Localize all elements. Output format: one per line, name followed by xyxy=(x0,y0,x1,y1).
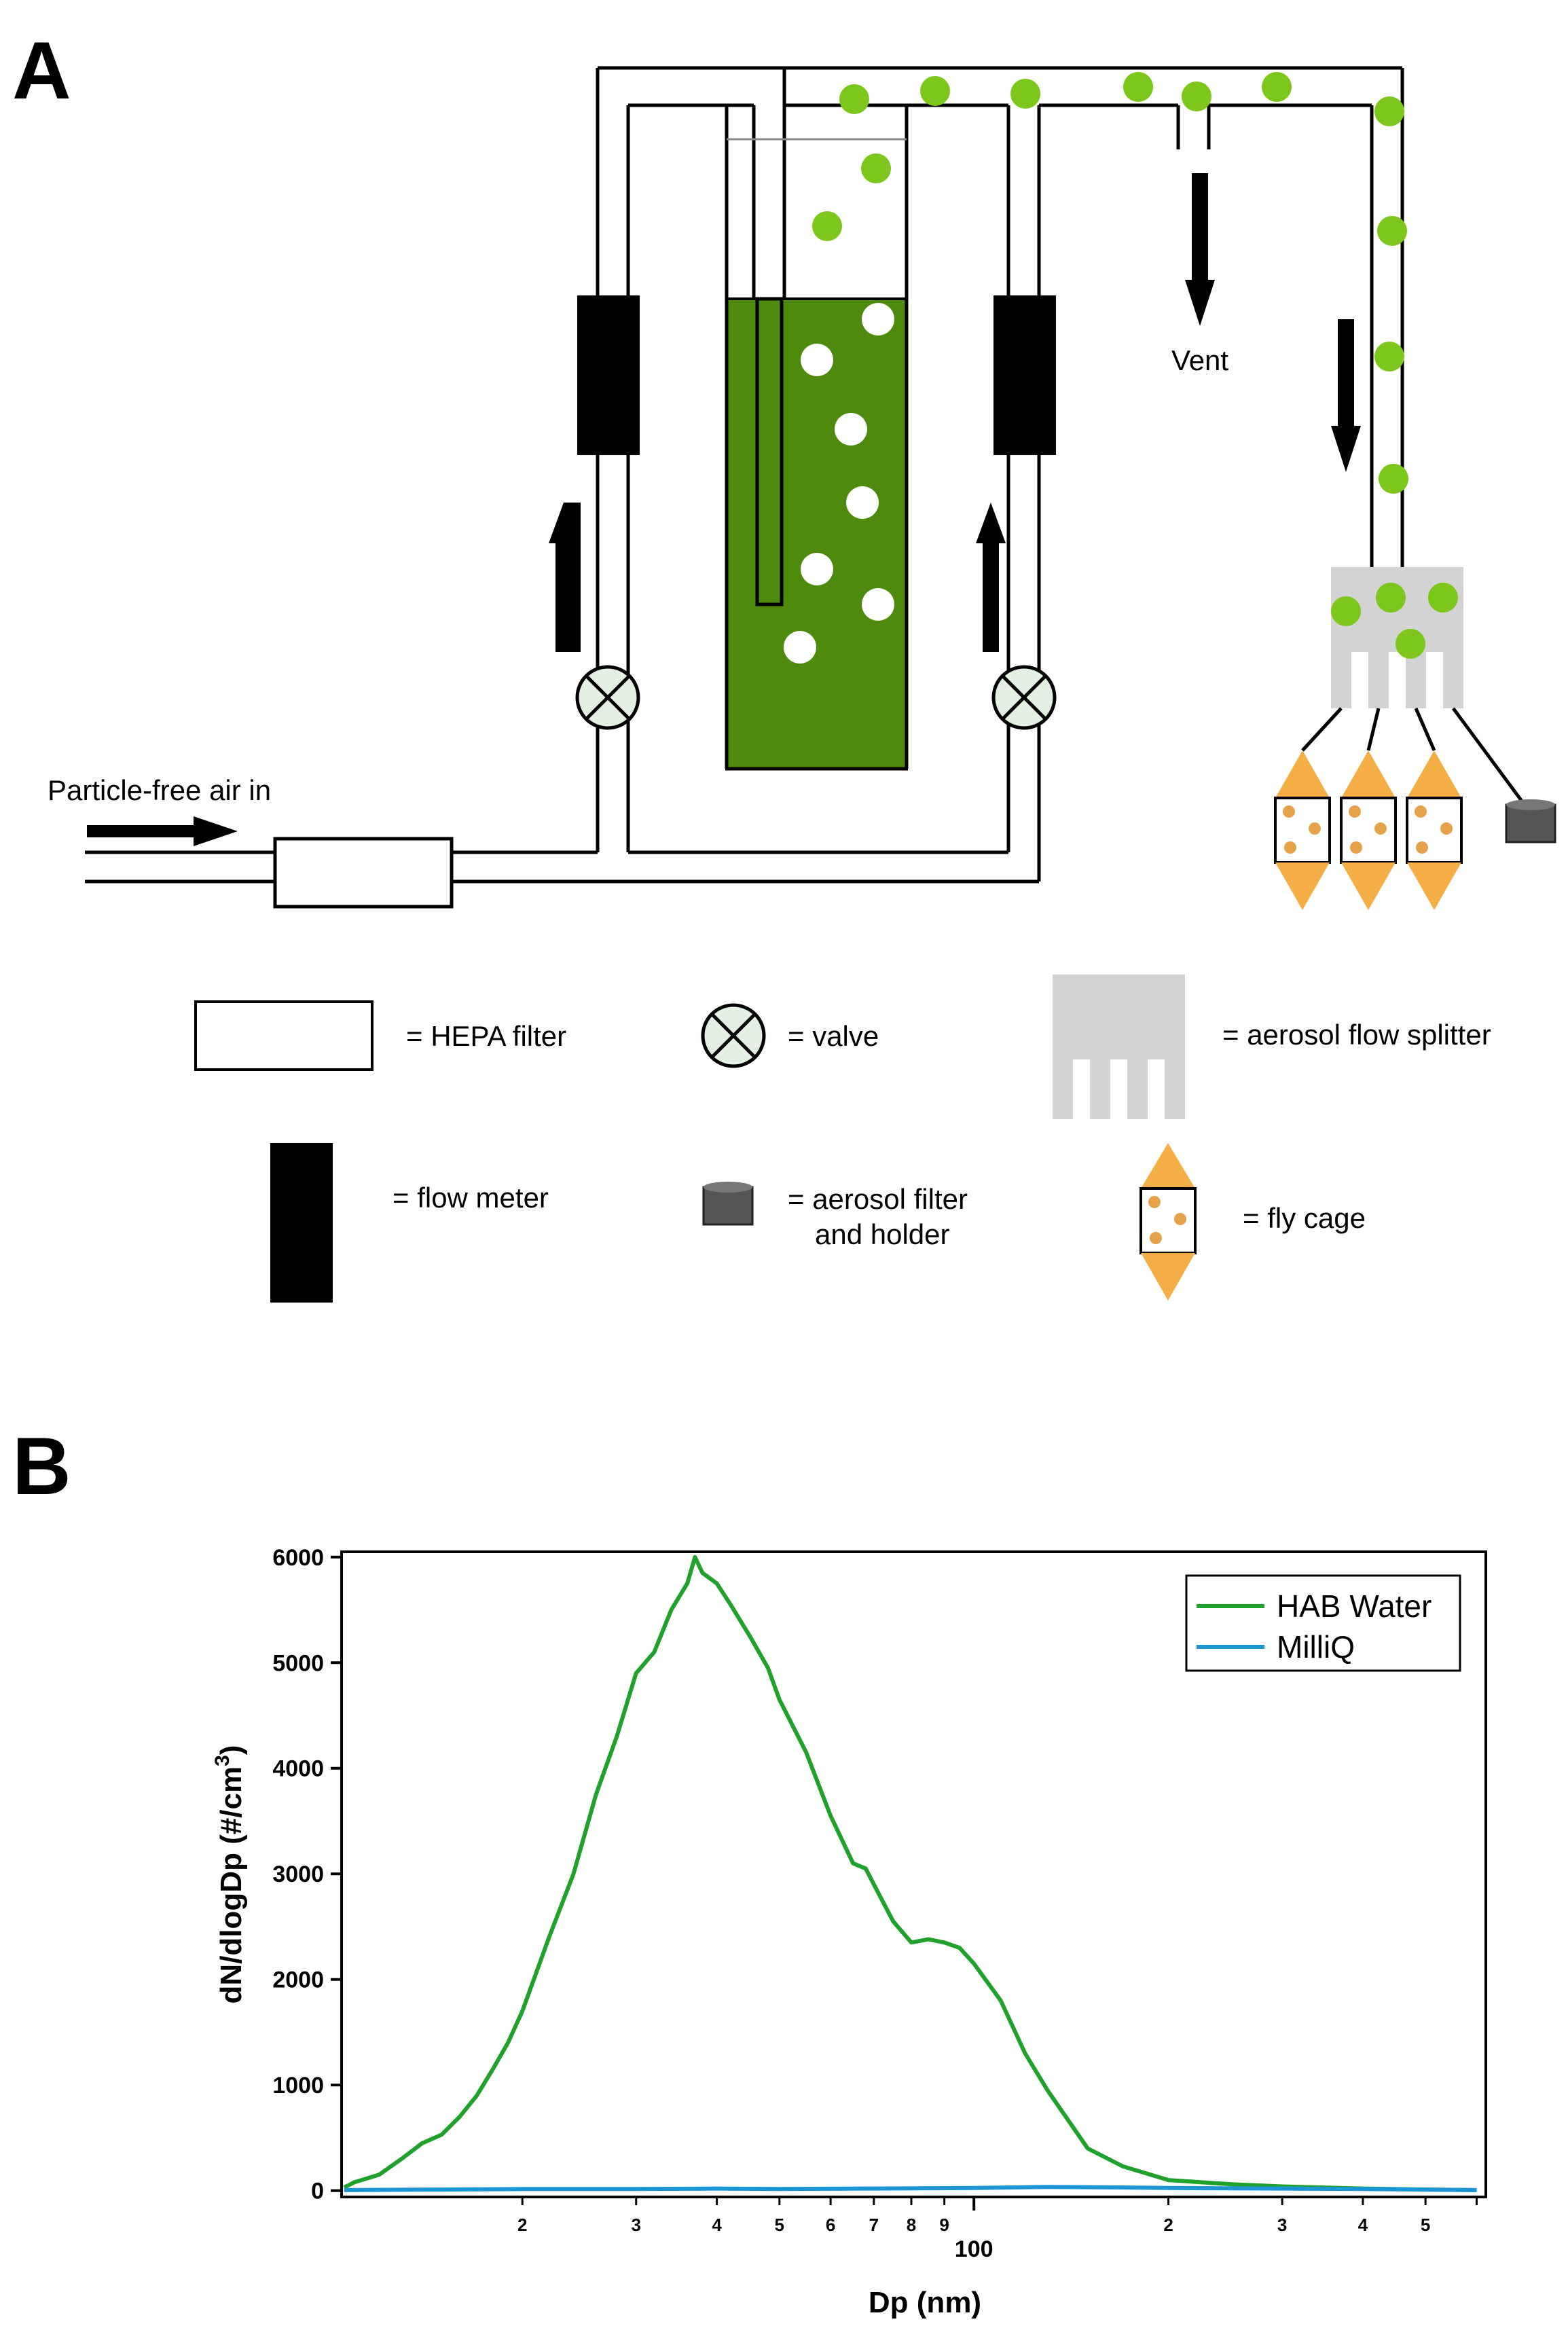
x-minor-tick-label: 5 xyxy=(1421,2215,1430,2235)
splitter-outlets xyxy=(1301,707,1527,806)
x-minor-tick-label: 8 xyxy=(907,2215,916,2235)
y-tick-label: 5000 xyxy=(272,1650,324,1676)
flow-meter-left xyxy=(577,295,640,455)
legend-hepa-label: = HEPA filter xyxy=(406,1020,566,1052)
water-vessel xyxy=(725,105,909,771)
legend-fly-cage-label: = fly cage xyxy=(1243,1202,1366,1234)
down-arrow-icon xyxy=(1331,426,1361,472)
y-axis: 0 1000 2000 3000 4000 5000 6000 xyxy=(272,1545,342,2204)
fly-icon xyxy=(1349,805,1387,854)
x-minor-tick-label: 9 xyxy=(939,2215,949,2235)
fly-cage-3 xyxy=(1406,750,1463,910)
y-tick-label: 6000 xyxy=(272,1545,324,1571)
fly-cage-2 xyxy=(1340,750,1397,910)
y-tick-label: 0 xyxy=(311,2179,324,2204)
series-line-milliq xyxy=(344,2185,1477,2192)
fly-cages xyxy=(1274,750,1463,910)
valve-left xyxy=(575,665,640,730)
y-axis-title-main: dN/dlogDp (#/cm xyxy=(215,1766,248,2004)
legend-flow-meter-label: = flow meter xyxy=(393,1182,549,1214)
chart-legend: HAB Water MilliQ xyxy=(1185,1574,1461,1672)
aerosol-flow-splitter xyxy=(1331,567,1463,708)
schematic-legend: = HEPA filter = valve = aerosol flow spl… xyxy=(194,975,1491,1303)
legend-flow-meter-icon xyxy=(270,1143,333,1303)
flow-arrows xyxy=(87,173,1361,846)
y-axis-title-close: ) xyxy=(215,1745,248,1756)
y-tick-label: 1000 xyxy=(272,2073,324,2098)
chart-legend-box xyxy=(1185,1574,1461,1672)
aerosol-particles xyxy=(812,72,1408,494)
legend-aerosol-filter-label-1: = aerosol filter xyxy=(788,1183,968,1215)
y-tick-label: 4000 xyxy=(272,1756,324,1782)
legend-entry-milliq: MilliQ xyxy=(1277,1629,1355,1665)
up-arrow-right-icon xyxy=(976,503,1006,543)
y-axis-title: dN/dlogDp (#/cm3) xyxy=(211,1745,248,2004)
x-minor-tick-label: 5 xyxy=(775,2215,784,2235)
x-minor-tick-label: 4 xyxy=(712,2215,722,2235)
hepa-filter xyxy=(273,837,454,909)
x-axis: 2 3 4 5 6 7 8 9 2 3 4 5 100 xyxy=(517,2197,1478,2262)
series-line-hab-water xyxy=(343,1555,1477,2192)
panel-b-letter: B xyxy=(12,1421,71,1512)
x-axis-title: Dp (nm) xyxy=(869,2286,981,2319)
y-tick-label: 3000 xyxy=(272,1861,324,1887)
fly-cage-1 xyxy=(1274,750,1331,910)
legend-fly-cage-icon xyxy=(1139,1143,1197,1301)
legend-hepa-icon xyxy=(194,1000,373,1071)
x-minor-tick-label: 2 xyxy=(517,2215,527,2235)
vent-arrow-icon xyxy=(1185,280,1215,326)
fly-icon xyxy=(1415,805,1453,854)
x-minor-tick-label: 2 xyxy=(1163,2215,1173,2235)
up-arrow-left-icon xyxy=(549,503,579,543)
flow-meter-right xyxy=(993,295,1056,455)
panel-a-letter: A xyxy=(12,25,71,116)
inlet-arrow-icon xyxy=(194,816,238,846)
legend-splitter-icon xyxy=(1053,975,1185,1119)
aerosol-filter-holder xyxy=(1505,799,1556,843)
valve-right xyxy=(991,665,1057,730)
x-minor-tick-label: 6 xyxy=(826,2215,835,2235)
y-tick-label: 2000 xyxy=(272,1967,324,1993)
legend-aerosol-filter-icon xyxy=(702,1182,754,1226)
legend-valve-label: = valve xyxy=(788,1020,879,1052)
legend-splitter-label: = aerosol flow splitter xyxy=(1222,1019,1491,1051)
legend-entry-hab-water: HAB Water xyxy=(1277,1588,1432,1624)
bubbles xyxy=(784,303,894,664)
fly-icon xyxy=(1283,805,1321,854)
legend-aerosol-filter-label-2: and holder xyxy=(815,1218,950,1250)
x-minor-tick-label: 4 xyxy=(1358,2215,1368,2235)
x-minor-tick-label: 7 xyxy=(869,2215,879,2235)
bubbler-tube xyxy=(755,297,784,606)
series-layer xyxy=(343,1555,1477,2192)
vent-label: Vent xyxy=(1171,344,1228,376)
x-major-tick-label: 100 xyxy=(955,2236,993,2262)
particle-free-air-label: Particle-free air in xyxy=(48,774,271,806)
y-axis-title-superscript: 3 xyxy=(211,1755,234,1766)
x-minor-tick-label: 3 xyxy=(1277,2215,1287,2235)
size-distribution-chart: 0 1000 2000 3000 4000 5000 6000 2 3 4 5 6 7 8 9 2 3 4 5 10… xyxy=(211,1545,1487,2319)
x-minor-tick-label: 3 xyxy=(632,2215,641,2235)
legend-valve-icon xyxy=(701,1003,766,1068)
